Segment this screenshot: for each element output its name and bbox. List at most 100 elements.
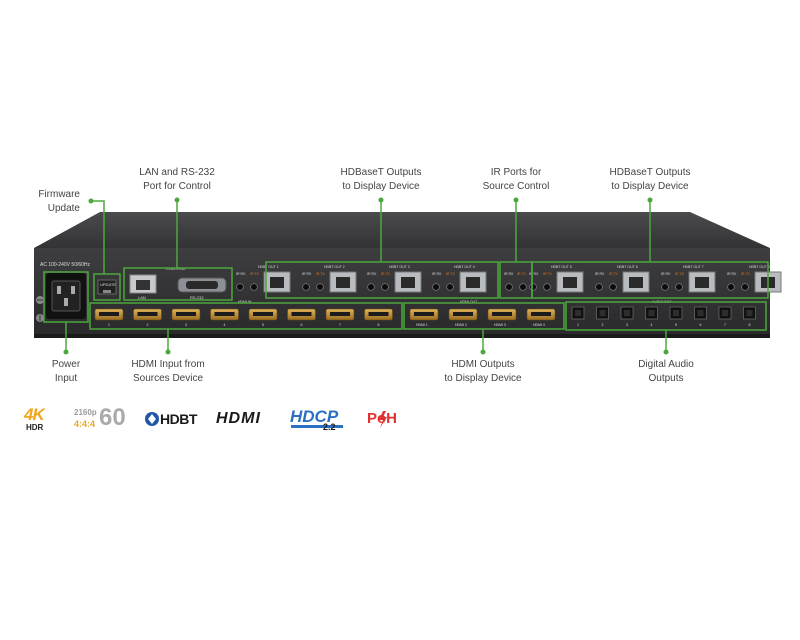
lan-port — [129, 274, 157, 294]
leader-lines — [65, 200, 667, 352]
source-ir-rx-label: IR RX — [504, 272, 514, 276]
badge-hdcp: HDCP — [290, 407, 339, 426]
audio-output-socket-1 — [575, 310, 581, 316]
badge-4k: 4K — [24, 405, 45, 424]
hdmi-input-number-1: 1 — [108, 323, 110, 327]
ir-tx-label-4: IR TX — [446, 272, 456, 276]
hdbt-rj45-socket-7 — [695, 277, 709, 288]
ir-tx-label-5: IR TX — [543, 272, 553, 276]
hdbt-rj45-socket-4 — [466, 277, 480, 288]
hdbt-rj45-socket-5 — [563, 277, 577, 288]
hdmi-input-socket-7 — [330, 312, 350, 316]
hdmi-input-socket-2 — [137, 312, 158, 316]
dot-hdbt-right — [647, 197, 653, 203]
ir-tx-jack-6 — [609, 283, 617, 291]
leader-dots — [63, 197, 669, 355]
hdmi-input-number-4: 4 — [224, 323, 226, 327]
hdcp-bar — [291, 425, 343, 428]
audio-output-socket-8 — [746, 310, 753, 316]
hdbt-output-label-3: HDBT OUT 3 — [389, 265, 410, 269]
ir-rx-jack-6 — [595, 283, 603, 291]
dot-hdbt-left — [378, 197, 384, 203]
hdmi-output-socket-2 — [453, 312, 473, 316]
update-port — [97, 279, 117, 295]
audio-output-number-3: 3 — [626, 323, 628, 327]
ir-tx-jack-2 — [316, 283, 324, 291]
audio-output-socket-3 — [624, 310, 630, 316]
audio-output-socket-6 — [697, 310, 704, 316]
hdmi-input-socket-6 — [291, 312, 312, 316]
dot-ir — [513, 197, 519, 203]
hdbt-rj45-socket-1 — [270, 277, 284, 288]
leader-firmware — [91, 200, 105, 274]
rs232-port — [177, 277, 227, 293]
badge-2160p: 2160p — [74, 408, 97, 417]
ground-screw — [36, 296, 44, 322]
ir-rx-label-1: IR RX — [236, 272, 246, 276]
hdmi-input-socket-5 — [253, 312, 273, 316]
power-input-iec — [46, 273, 86, 319]
hdbt-output-label-1: HDBT OUT 1 — [258, 265, 279, 269]
hdmi-input-socket-1 — [99, 312, 119, 316]
rs232-label: RS-232 — [190, 295, 204, 300]
hdmi-input-number-7: 7 — [339, 323, 341, 327]
ir-rx-jack-7 — [661, 283, 669, 291]
hdbt-logo-icon — [145, 412, 159, 426]
audio-output-number-6: 6 — [700, 323, 702, 327]
ir-tx-label-3: IR TX — [381, 272, 391, 276]
hdmi-output-socket-4 — [531, 312, 551, 316]
update-label: UPDATE — [100, 282, 116, 287]
audio-output-socket-7 — [722, 310, 728, 316]
hdmi-output-label-4: HDMI 4 — [533, 323, 545, 327]
hdbt-output-label-8: HDBT OUT 8 — [749, 265, 770, 269]
ir-tx-jack-8 — [741, 283, 749, 291]
ir-rx-jack-3 — [367, 283, 375, 291]
audio-output-number-5: 5 — [675, 323, 677, 327]
ir-rx-label-3: IR RX — [367, 272, 377, 276]
dot-lan — [174, 197, 180, 203]
source-ir-rx-jack — [505, 283, 513, 291]
ir-rx-jack-2 — [302, 283, 310, 291]
ir-tx-label-6: IR TX — [609, 272, 619, 276]
hdmi-input-socket-8 — [368, 312, 389, 316]
audio-output-number-4: 4 — [651, 323, 653, 327]
hdmi-input-number-5: 5 — [262, 323, 264, 327]
poh-bolt-icon — [379, 411, 387, 428]
audio-output-socket-4 — [648, 310, 655, 316]
chassis-top — [34, 212, 770, 248]
hdmi-input-number-3: 3 — [185, 323, 187, 327]
ir-rx-jack-1 — [236, 283, 244, 291]
badge-hdcp-version: 2.2 — [323, 422, 336, 432]
ir-tx-jack-3 — [381, 283, 389, 291]
hdbt-output-3: HDBT OUT 3 IR RX IR TX — [367, 265, 422, 293]
source-ir-tx-label: IR TX — [517, 272, 527, 276]
hdbt-output-label-4: HDBT OUT 4 — [454, 265, 475, 269]
chassis-shadow — [34, 334, 770, 338]
hdmi-output-socket-3 — [492, 312, 512, 316]
badge-poh: PoH — [367, 410, 397, 427]
hdbt-output-label-7: HDBT OUT 7 — [683, 265, 704, 269]
ir-rx-label-6: IR RX — [595, 272, 605, 276]
dot-hdmi-in — [165, 349, 171, 355]
dot-audio — [663, 349, 669, 355]
power-label: AC 100-240V 50/60Hz — [40, 262, 91, 268]
ir-tx-jack-1 — [250, 283, 258, 291]
ir-rx-jack-8 — [727, 283, 735, 291]
badge-hdmi: HDMI — [216, 410, 261, 427]
ir-rx-label-8: IR RX — [727, 272, 737, 276]
ir-tx-jack-7 — [675, 283, 683, 291]
